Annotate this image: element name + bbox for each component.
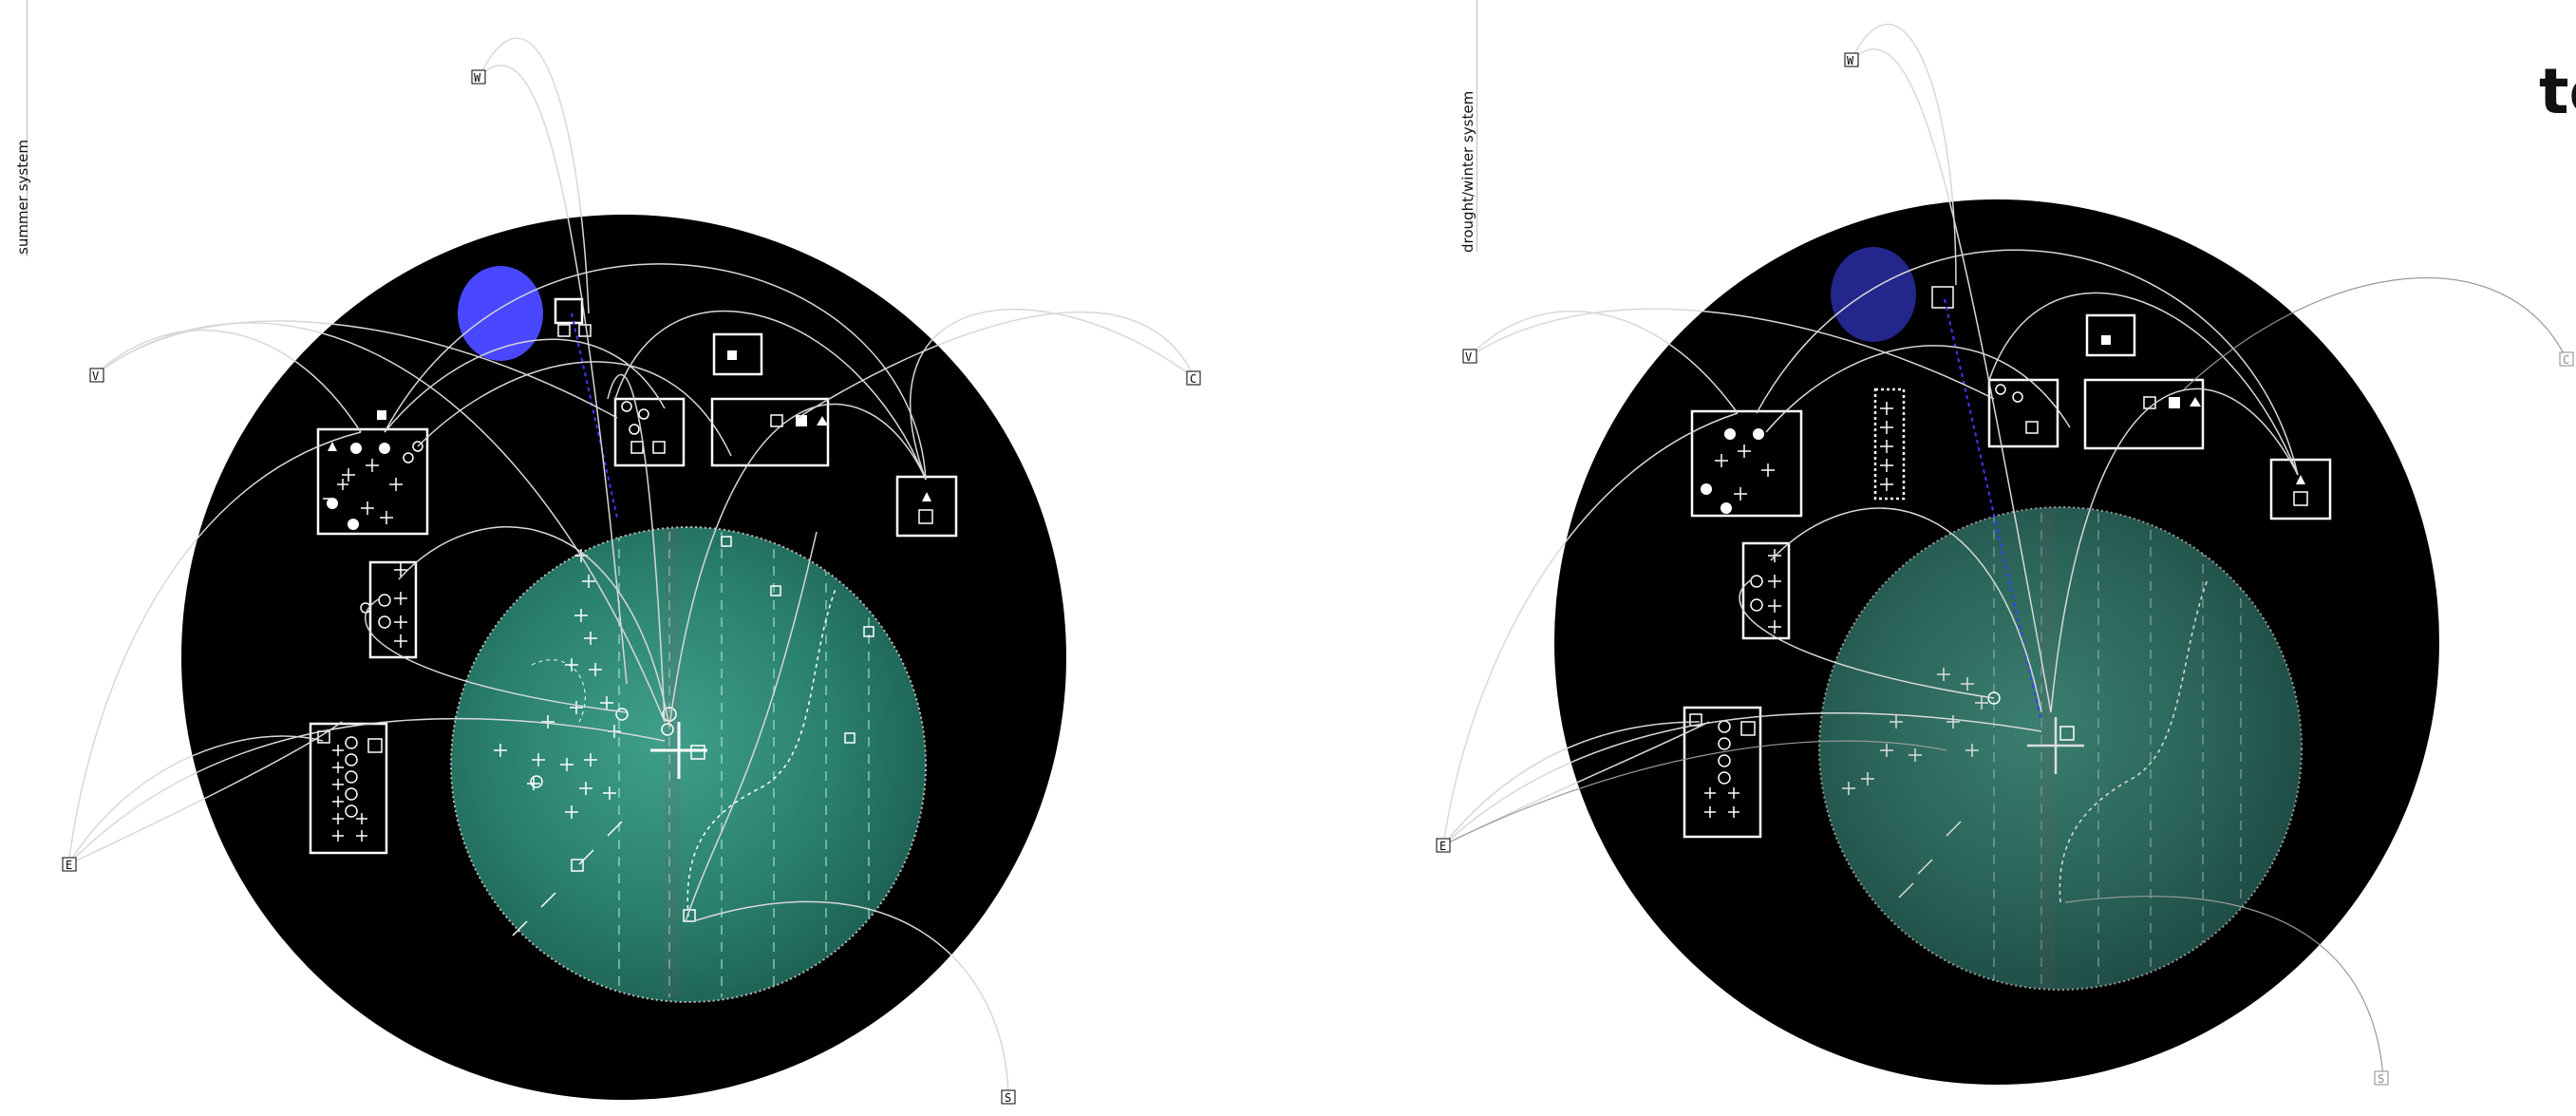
- summer-system-diagram: W V C E S: [63, 38, 1200, 1105]
- svg-text:S: S: [2378, 1072, 2384, 1086]
- svg-text:W: W: [1847, 54, 1854, 67]
- svg-text:S: S: [1005, 1091, 1011, 1105]
- svg-text:V: V: [1465, 350, 1472, 364]
- svg-text:E: E: [66, 859, 72, 872]
- svg-text:C: C: [2563, 353, 2569, 367]
- svg-text:W: W: [474, 71, 481, 85]
- moon-shape: [1831, 247, 1916, 342]
- svg-text:V: V: [92, 369, 99, 383]
- field-circle: [1819, 507, 2302, 990]
- svg-text:C: C: [1190, 372, 1196, 386]
- moon-shape: [458, 266, 543, 361]
- drought-winter-system-diagram: W V C E S: [1437, 25, 2573, 1086]
- field-circle: [451, 527, 926, 1002]
- svg-text:E: E: [1439, 840, 1446, 853]
